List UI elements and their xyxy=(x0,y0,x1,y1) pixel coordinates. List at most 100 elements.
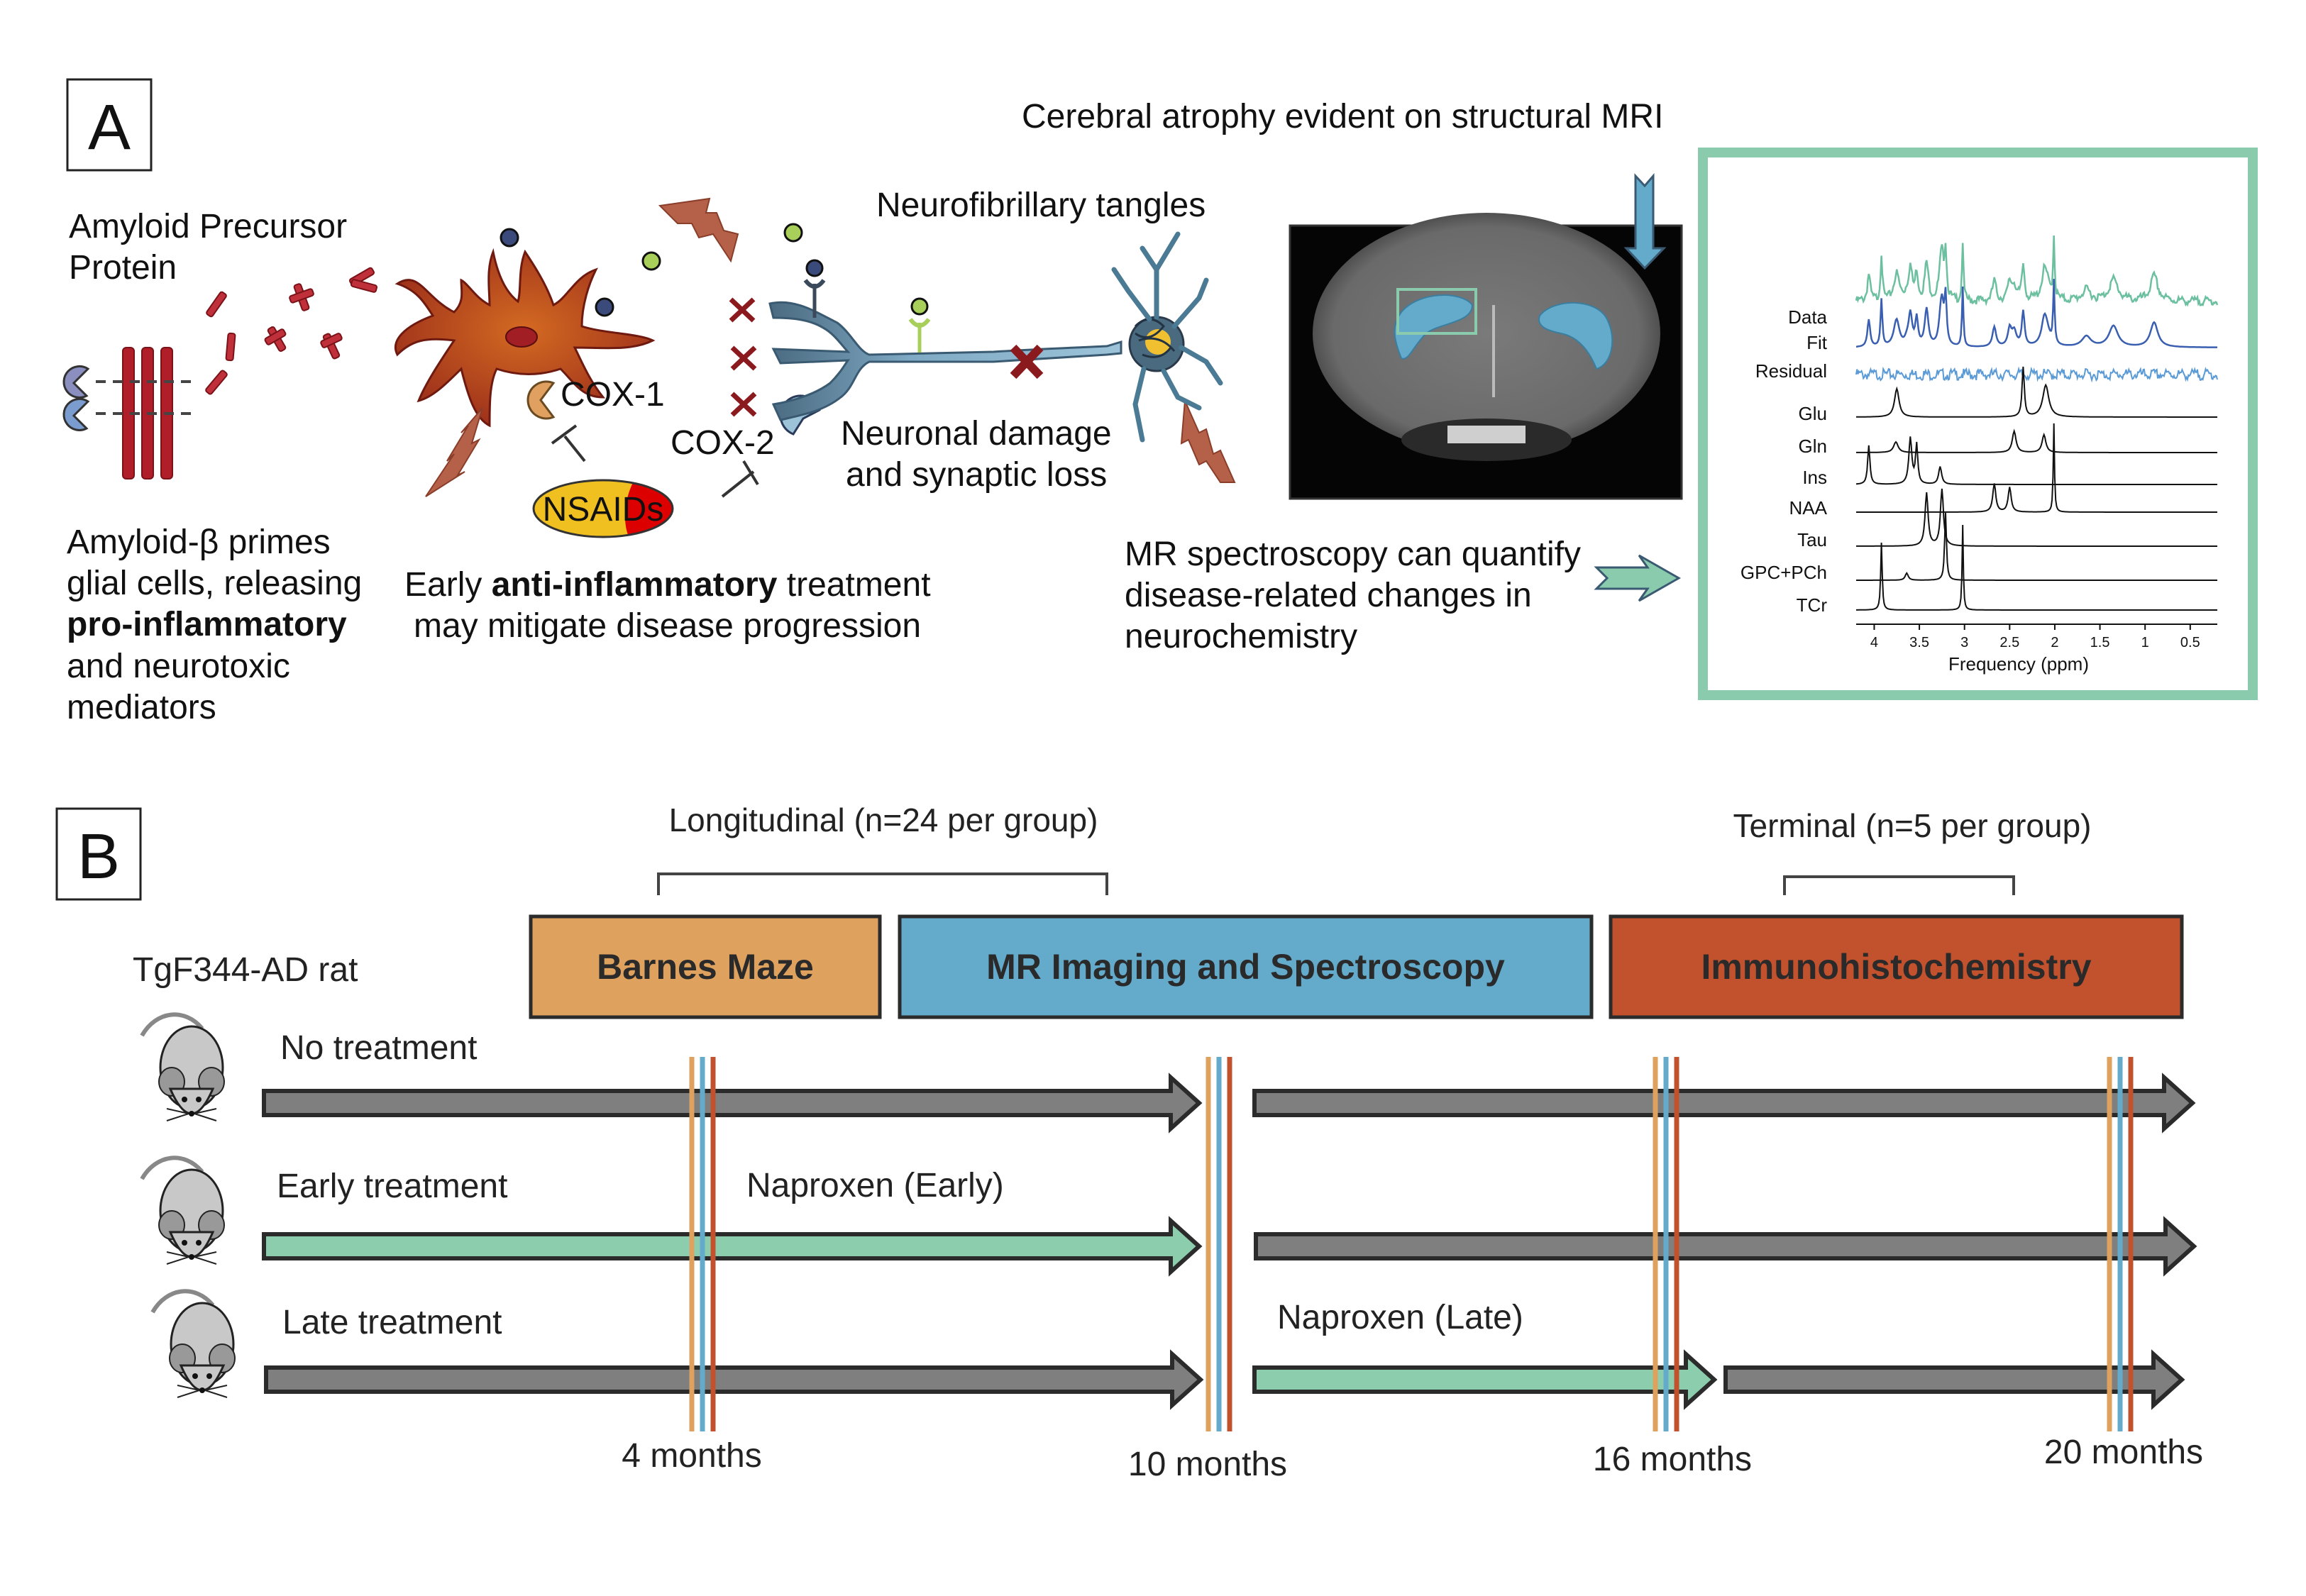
timeline-arrow xyxy=(1723,1349,2185,1410)
timepoint-label: 10 months xyxy=(1128,1446,1287,1483)
rat-icon xyxy=(140,1156,225,1265)
subject-label: TgF344-AD rat xyxy=(133,951,358,989)
spectrum-trace-glu xyxy=(1856,366,2217,418)
panel-b: B Longitudinal (n=24 per group) Terminal… xyxy=(55,802,2203,1483)
phase-box-barnes-maze xyxy=(529,914,882,1019)
right-arrow-icon xyxy=(1594,554,1682,602)
synapse-loss-crosses xyxy=(729,297,757,417)
timeline-arrow xyxy=(1252,1073,2196,1134)
panel-a: A Amyloid Precursor Protein xyxy=(62,78,2258,726)
hippocampus-left-icon xyxy=(1394,294,1474,360)
spectrum-tick-label: 4 xyxy=(1870,635,1878,650)
phase-label: MR Imaging and Spectroscopy xyxy=(986,947,1505,987)
spectrum-trace-label: Glu xyxy=(1799,403,1827,424)
mediator-dot-icon xyxy=(783,223,803,243)
spectrum-tick-label: 3.5 xyxy=(1909,635,1929,650)
lightning-icon xyxy=(1180,400,1236,483)
timepoint-label: 4 months xyxy=(622,1437,761,1475)
lightning-icon xyxy=(425,407,483,497)
spectrum-trace-label: TCr xyxy=(1797,594,1828,616)
panel-a-letter-box xyxy=(66,78,153,172)
app-label-line1: Amyloid Precursor xyxy=(69,208,347,245)
spectrum-trace-label: Data xyxy=(1788,306,1827,328)
lightning-icon xyxy=(658,197,739,263)
spectrum-trace-gpc-pch xyxy=(1856,512,2217,581)
treatment-caption-pre: Early xyxy=(404,566,492,604)
terminal-label: Terminal (n=5 per group) xyxy=(1733,807,2092,844)
amyloid-caption-line3: pro-inflammatory xyxy=(67,606,347,643)
inhibition-icon xyxy=(551,424,759,498)
mediator-dot-icon xyxy=(595,297,614,317)
longitudinal-label: Longitudinal (n=24 per group) xyxy=(669,802,1098,838)
amyloid-caption-line4: and neurotoxic xyxy=(67,648,290,685)
mrs-caption-line2: disease-related changes in xyxy=(1125,577,1532,614)
treatment-arrow xyxy=(1252,1349,1718,1410)
spectrum-trace-tcr xyxy=(1856,524,2217,611)
spectrum-trace-label: Ins xyxy=(1802,467,1827,488)
spectrum-xlabel: Frequency (ppm) xyxy=(1948,653,2089,675)
spectrum-tick-label: 2 xyxy=(2051,635,2058,650)
timeline-arrow xyxy=(264,1349,1204,1410)
cox1-label: COX-1 xyxy=(561,376,665,414)
drug-label-early: Naproxen (Early) xyxy=(746,1167,1004,1204)
mrs-caption-line1: MR spectroscopy can quantify xyxy=(1125,536,1581,573)
timepoint-label: 16 months xyxy=(1593,1441,1752,1478)
drug-label-late: Naproxen (Late) xyxy=(1277,1299,1523,1336)
phase-box-immunohistochemistry xyxy=(1609,914,2184,1019)
synaptic-cross-icon xyxy=(1010,344,1044,379)
down-arrow-icon xyxy=(1623,172,1667,270)
spectrum-tick-label: 1 xyxy=(2141,635,2149,650)
treatment-caption-line1: Early anti-inflammatory treatment xyxy=(404,566,931,604)
app-label-line2: Protein xyxy=(69,249,177,287)
treatment-arrow xyxy=(262,1216,1203,1277)
phase-label: Barnes Maze xyxy=(597,947,814,987)
mediator-dot-icon xyxy=(641,251,661,271)
hippocampus-right-icon xyxy=(1538,301,1613,370)
neuronal-damage-line2: and synaptic loss xyxy=(846,456,1107,494)
mediator-dot-icon xyxy=(500,228,519,248)
receptor-icon xyxy=(803,259,931,353)
spectrum-tick-label: 0.5 xyxy=(2180,635,2200,650)
spectrum-trace-ins xyxy=(1855,436,2217,485)
amyloid-caption-line2: glial cells, releasing xyxy=(67,565,362,602)
spectrum-trace-label: Tau xyxy=(1797,529,1827,550)
timeline-arrow xyxy=(1254,1216,2197,1277)
mri-image xyxy=(1289,213,1683,500)
tangles-label: Neurofibrillary tangles xyxy=(876,187,1206,224)
spectrum-trace-fit xyxy=(1855,279,2218,348)
panel-b-letter-box xyxy=(55,807,142,901)
cox1-enzyme-icon xyxy=(526,380,556,420)
timeline-arrow xyxy=(262,1073,1203,1134)
spectrum-frame xyxy=(1698,148,2258,700)
treatment-caption-line2: may mitigate disease progression xyxy=(414,607,921,645)
rat-icon xyxy=(150,1289,236,1398)
rat-icon xyxy=(140,1012,225,1121)
spectrum-trace-residual xyxy=(1855,366,2218,383)
spectrum-trace-label: NAA xyxy=(1789,497,1828,519)
nsaids-label: NSAIDs xyxy=(543,491,664,528)
nsaids-pill: NSAIDs xyxy=(532,479,674,538)
mrs-spectrum: DataFitResidualGluGlnInsNAATauGPC+PChTCr… xyxy=(1698,148,2258,700)
group-label-no-treatment: No treatment xyxy=(280,1029,477,1067)
amyloid-beta-fragments-icon xyxy=(205,267,378,395)
group-label-early-treatment: Early treatment xyxy=(277,1168,507,1205)
longitudinal-bracket xyxy=(657,872,1108,895)
amyloid-caption-line5: mediators xyxy=(67,689,216,726)
cox2-label: COX-2 xyxy=(671,424,775,462)
spectrum-trace-naa xyxy=(1856,423,2217,513)
phase-label: Immunohistochemistry xyxy=(1701,947,2091,987)
spectrum-trace-label: GPC+PCh xyxy=(1740,562,1827,583)
mrs-caption-line3: neurochemistry xyxy=(1125,618,1357,655)
phase-box-mr-imaging-and-spectroscopy xyxy=(898,914,1594,1019)
terminal-bracket xyxy=(1783,875,2015,895)
spectrum-trace-label: Residual xyxy=(1755,360,1827,382)
spectrum-tick-label: 3 xyxy=(1960,635,1968,650)
spectrum-tick-label: 1.5 xyxy=(2090,635,2110,650)
panel-b-letter: B xyxy=(77,821,120,892)
mri-caption: Cerebral atrophy evident on structural M… xyxy=(1022,98,1663,135)
neuronal-damage-line1: Neuronal damage xyxy=(841,415,1112,453)
treatment-caption-post: treatment xyxy=(777,566,930,604)
amyloid-caption-line1: Amyloid-β primes xyxy=(67,523,331,561)
amyloid-precursor-protein-icon xyxy=(62,347,192,480)
